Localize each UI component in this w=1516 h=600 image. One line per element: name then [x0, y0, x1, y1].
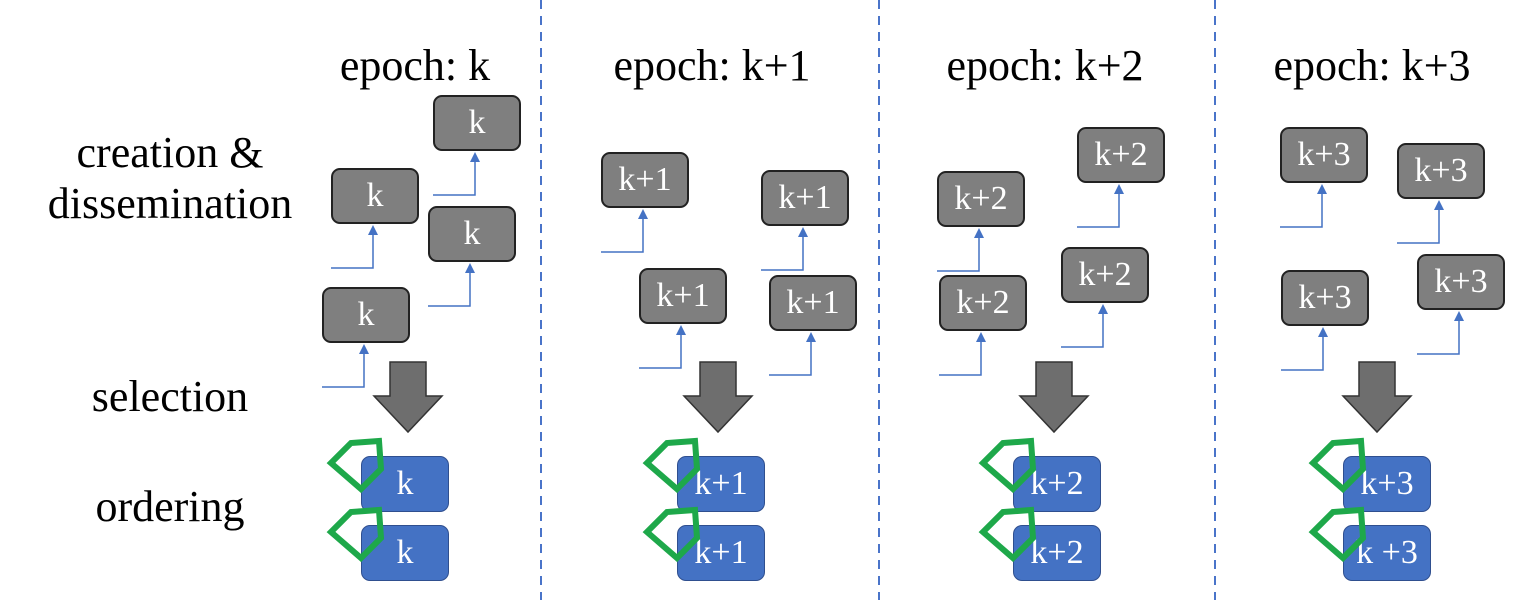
row-label-creation: creation & dissemination [47, 128, 293, 228]
tag-icon [1308, 506, 1367, 563]
tag-icon [1308, 437, 1367, 494]
created-block: k+2 [1061, 247, 1149, 303]
created-block: k+3 [1280, 127, 1368, 183]
dissemination-connector [769, 341, 812, 376]
ordered-block: k +3 [1343, 525, 1431, 581]
dissemination-connector [1077, 193, 1120, 228]
ordered-block: k+1 [677, 525, 765, 581]
epoch-title: epoch: k [339, 41, 491, 90]
created-block: k+1 [639, 268, 727, 324]
connector-arrowhead [676, 325, 686, 335]
created-block: k+2 [1077, 127, 1165, 183]
dissemination-connector [322, 353, 365, 388]
tag-icon [326, 437, 385, 494]
created-block: k+2 [939, 275, 1027, 331]
created-block: k+1 [769, 275, 857, 331]
dissemination-connector [1397, 209, 1440, 244]
dissemination-connector [639, 334, 682, 369]
tag-icon [978, 437, 1037, 494]
tag-icon [642, 506, 701, 563]
ordered-block: k+2 [1013, 456, 1101, 512]
connector-arrowhead [359, 344, 369, 354]
created-block: k [428, 206, 516, 262]
created-block: k+3 [1281, 270, 1369, 326]
connector-arrowhead [1114, 184, 1124, 194]
connector-arrowhead [1318, 327, 1328, 337]
created-block: k+2 [937, 171, 1025, 227]
dissemination-connector [1281, 336, 1324, 371]
tag-icon [642, 437, 701, 494]
dissemination-connector [1280, 193, 1323, 228]
ordered-block: k [361, 456, 449, 512]
row-label-ordering: ordering [95, 482, 245, 531]
created-block: k+1 [761, 170, 849, 226]
down-arrow-icon [372, 361, 444, 434]
down-arrow-icon [1341, 361, 1413, 434]
dissemination-connector [601, 218, 644, 253]
connector-arrowhead [638, 209, 648, 219]
epoch-title: epoch: k+3 [1273, 41, 1471, 90]
dissemination-connector [433, 161, 476, 196]
connector-arrowhead [1454, 311, 1464, 321]
dissemination-connector [1061, 313, 1104, 348]
connector-arrowhead [976, 332, 986, 342]
connector-arrowhead [798, 227, 808, 237]
created-block: k [322, 287, 410, 343]
created-block: k [433, 95, 521, 151]
connector-arrowhead [1317, 184, 1327, 194]
dissemination-connector [428, 272, 471, 307]
dissemination-connector [939, 341, 982, 376]
dissemination-connector [331, 234, 374, 269]
created-block: k+3 [1397, 143, 1485, 199]
tag-icon [326, 506, 385, 563]
created-block: k [331, 168, 419, 224]
down-arrow-icon [682, 361, 754, 434]
connector-arrowhead [470, 152, 480, 162]
ordered-block: k+2 [1013, 525, 1101, 581]
dissemination-connector [761, 236, 804, 271]
tag-icon [978, 506, 1037, 563]
connector-arrowhead [1098, 304, 1108, 314]
ordered-block: k+3 [1343, 456, 1431, 512]
connector-arrowhead [1434, 200, 1444, 210]
connector-arrowhead [974, 228, 984, 238]
created-block: k+1 [601, 152, 689, 208]
ordered-block: k [361, 525, 449, 581]
connector-arrowhead [806, 332, 816, 342]
down-arrow-icon [1018, 361, 1090, 434]
created-block: k+3 [1417, 254, 1505, 310]
ordered-block: k+1 [677, 456, 765, 512]
dissemination-connector [1417, 320, 1460, 355]
connector-arrowhead [368, 225, 378, 235]
epoch-title: epoch: k+2 [946, 41, 1144, 90]
epoch-title: epoch: k+1 [613, 41, 811, 90]
row-label-selection: selection [91, 372, 249, 421]
dissemination-connector [937, 237, 980, 272]
connector-arrowhead [465, 263, 475, 273]
